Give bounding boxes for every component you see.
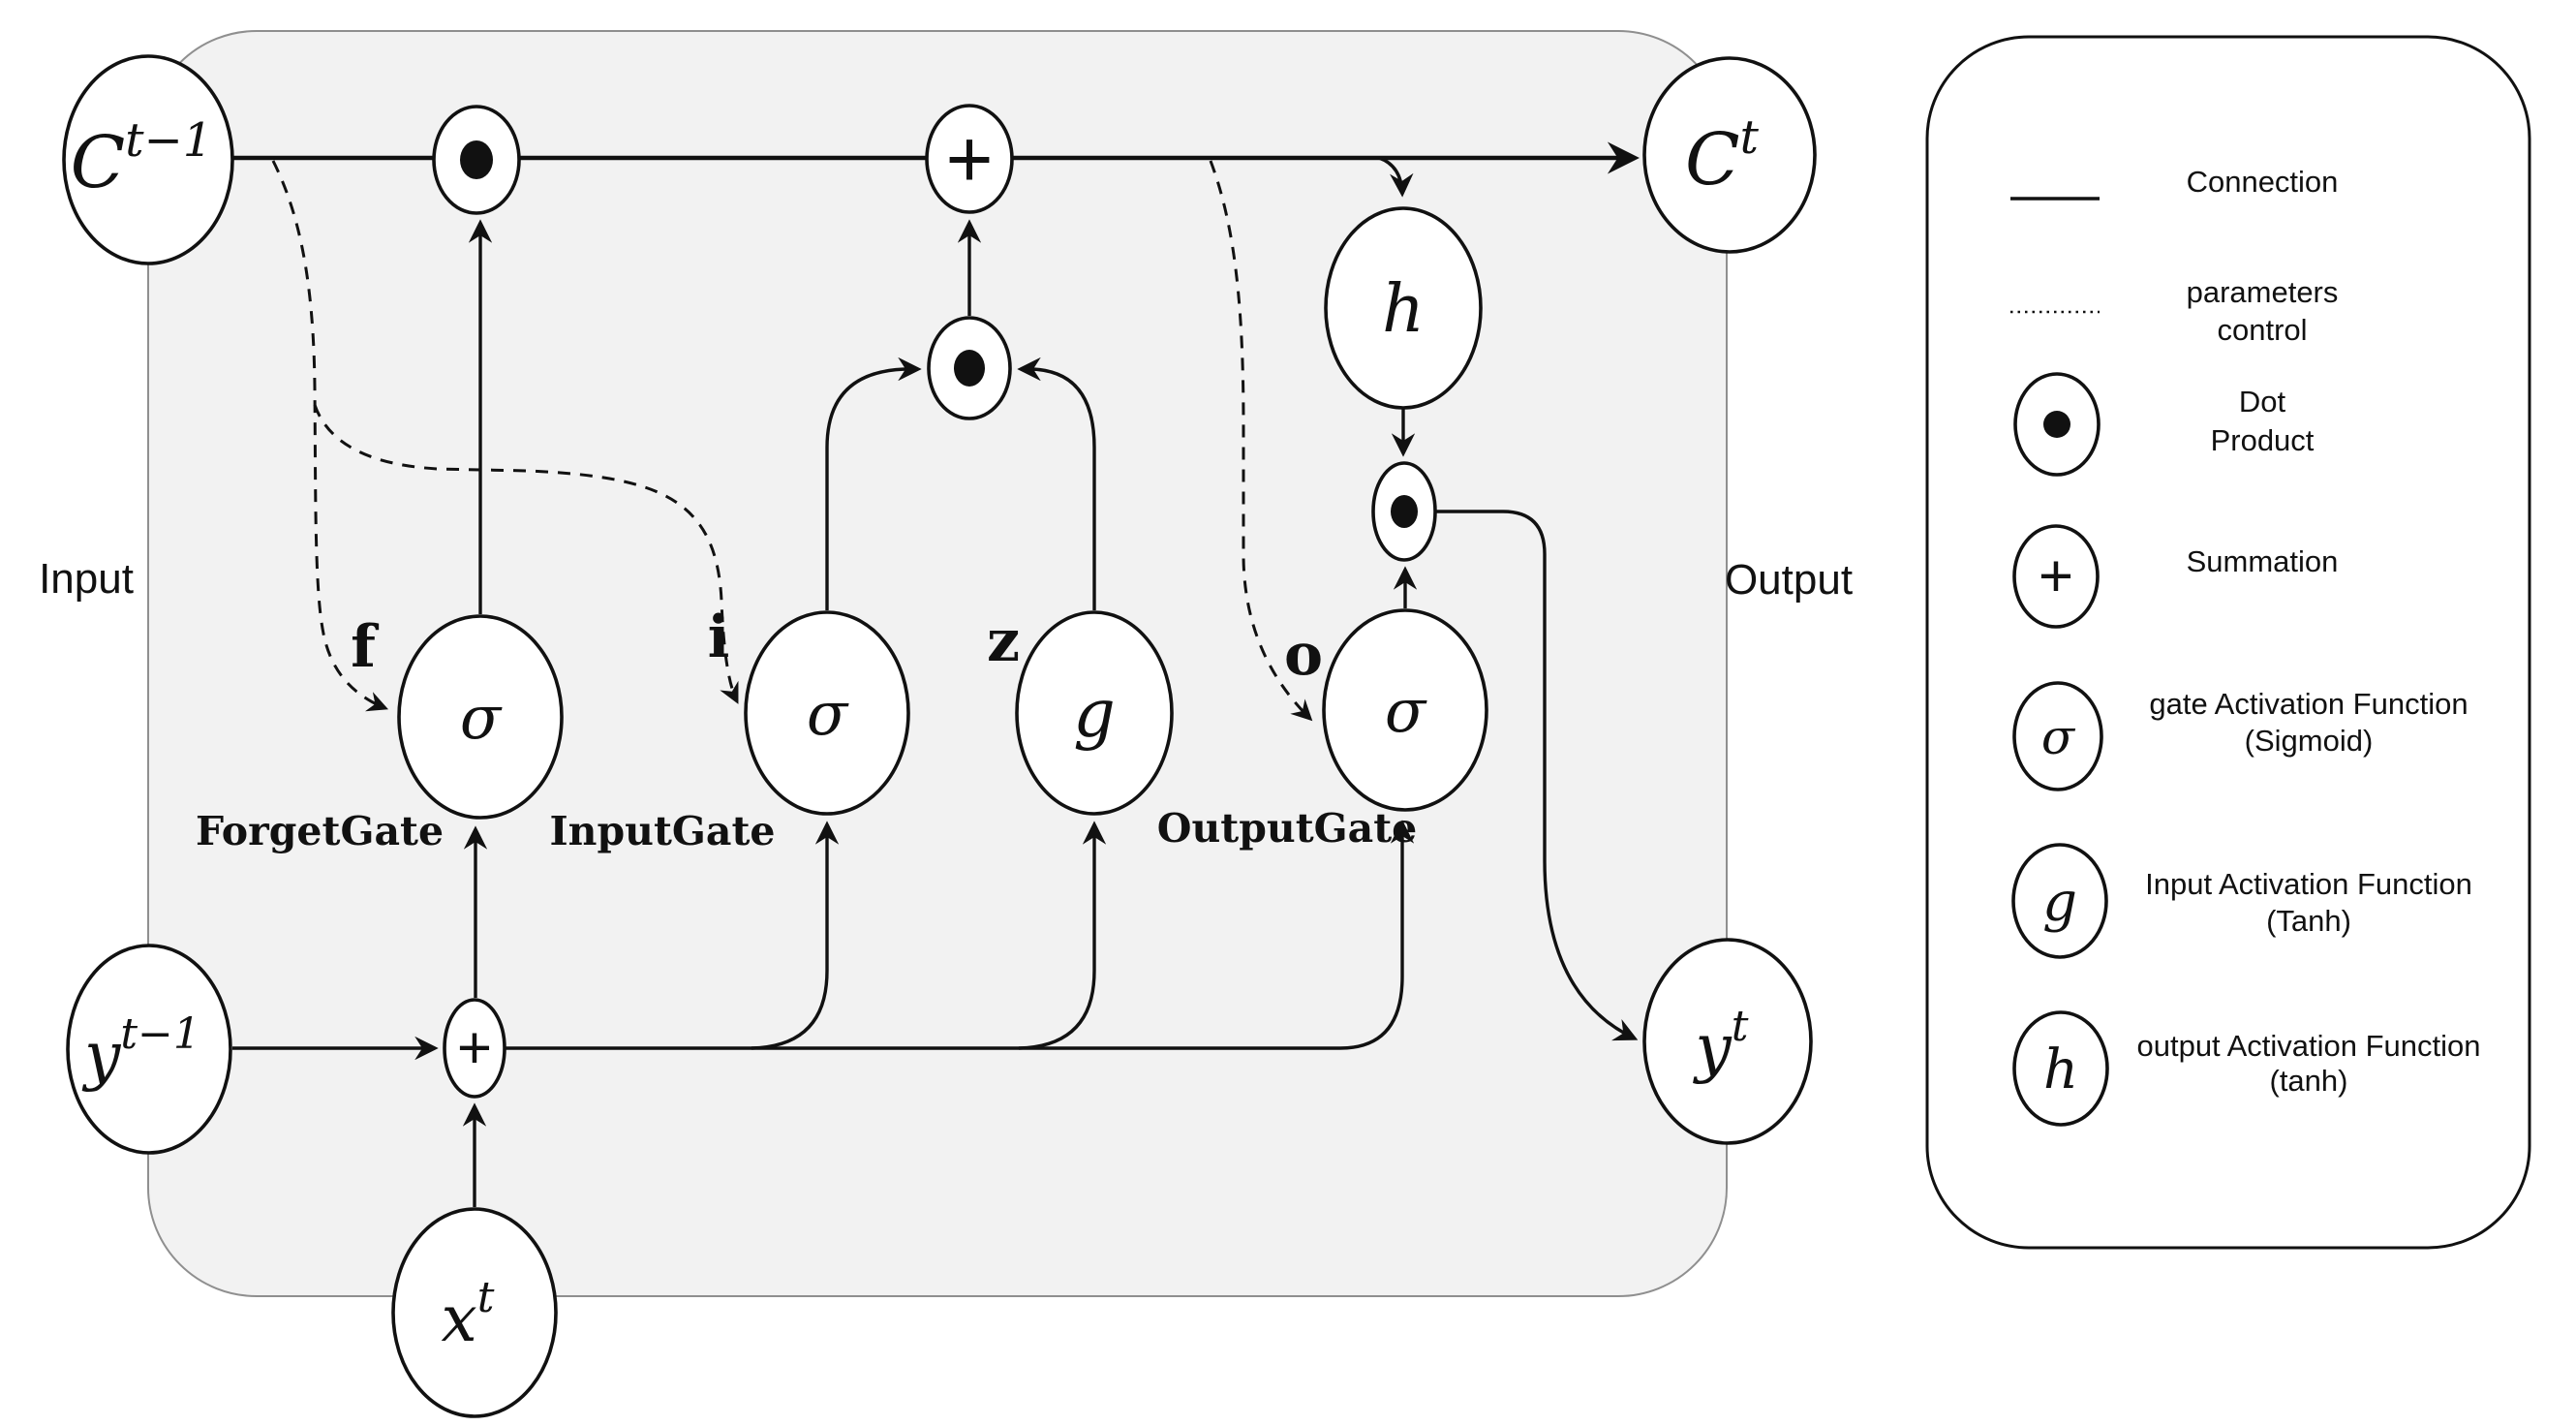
svg-text:h: h: [2043, 1038, 2078, 1101]
legend: Connection parameters control Dot Produc…: [2010, 165, 2481, 1127]
output-gate-node: [1322, 608, 1488, 812]
params-to-forgetgate-dashed: [271, 160, 389, 712]
legend-label: (Tanh): [2266, 904, 2351, 938]
block-input-symbol: g: [1073, 676, 1116, 753]
y-prev-label: yt−1: [81, 1009, 200, 1093]
legend-label: output Activation Function: [2136, 1029, 2480, 1063]
h-activation-node: [1324, 206, 1483, 410]
input-gate-node: [744, 610, 910, 816]
nodes: + +: [62, 54, 1817, 1418]
output-gate-symbol: σ: [1385, 675, 1427, 746]
legend-h-icon: h: [2012, 1010, 2109, 1127]
output-side-label: Output: [1725, 556, 1853, 604]
y-next-node: [1642, 938, 1813, 1145]
x-input-node: [391, 1207, 558, 1418]
input-gate-symbol: σ: [807, 678, 849, 749]
legend-dot-product-icon: [2013, 372, 2101, 477]
legend-label: gate Activation Function: [2149, 687, 2468, 721]
dot-product-middle: [927, 316, 1012, 420]
block-input-node: [1015, 610, 1174, 816]
summation-top: +: [925, 104, 1014, 214]
gate-labels: f i z o ForgetGate InputGate OutputGate: [196, 604, 1417, 854]
branch-to-h-line: [1378, 156, 1414, 198]
rail-to-g: [1018, 821, 1107, 1050]
legend-label: (Sigmoid): [2245, 724, 2374, 758]
inputgate-to-middot-line: [825, 356, 922, 610]
legend-label: Connection: [2187, 165, 2339, 199]
c-next-label: Ct: [1685, 110, 1760, 202]
dot-icon: [460, 140, 493, 179]
svg-text:g: g: [2042, 871, 2077, 934]
legend-label: Summation: [2187, 544, 2339, 578]
x-input-label: xt: [442, 1273, 495, 1356]
y-next-label: yt: [1693, 1002, 1749, 1085]
y-prev-node: [66, 944, 232, 1155]
c-next-node: [1642, 56, 1817, 254]
params-to-outputgate-dashed: [1209, 160, 1313, 722]
forget-gate-node: [397, 614, 564, 820]
forget-gate-symbol: σ: [460, 682, 503, 753]
c-prev-label: Ct−1: [71, 113, 213, 204]
plus-icon: +: [945, 113, 993, 204]
legend-label: Dot: [2239, 385, 2286, 418]
forget-tag: f: [351, 613, 380, 681]
rail-to-inputgate: [751, 821, 840, 1050]
block-tag: z: [987, 607, 1020, 675]
forget-gate-name: ForgetGate: [196, 808, 444, 854]
svg-text:+: +: [2039, 543, 2073, 610]
lstm-cell-body: [147, 30, 1728, 1297]
node-labels: Ct−1 Ct yt−1 yt xt σ σ σ g h: [71, 110, 1760, 1356]
input-tag: i: [708, 604, 730, 671]
dot-product-top: [432, 105, 521, 215]
output-gate-name: OutputGate: [1157, 805, 1417, 852]
c-prev-node: [62, 54, 234, 265]
svg-text:σ: σ: [2041, 709, 2076, 765]
legend-label: (tanh): [2270, 1064, 2348, 1098]
plus-icon: +: [457, 1015, 492, 1082]
h-activation-symbol: h: [1382, 271, 1425, 348]
input-side-label: Input: [39, 555, 134, 603]
input-gate-name: InputGate: [549, 808, 775, 854]
legend-label: Product: [2211, 423, 2315, 457]
legend-g-icon: g: [2011, 843, 2108, 959]
legend-label: control: [2217, 313, 2307, 347]
dot-icon: [954, 350, 985, 387]
dot-to-yt-line: [1436, 510, 1639, 1041]
dot-icon: [1391, 495, 1418, 528]
legend-label: parameters: [2187, 275, 2339, 309]
legend-sigma-icon: σ: [2012, 681, 2103, 791]
summation-bottom: +: [443, 998, 506, 1099]
dot-product-output: [1371, 461, 1437, 562]
g-to-middot-line: [1017, 356, 1096, 610]
output-tag: o: [1284, 621, 1323, 689]
parameter-control-lines: [271, 160, 1313, 722]
params-to-inputgate-dashed: [313, 404, 739, 704]
legend-summation-icon: +: [2012, 524, 2100, 629]
bottom-rail-to-outputgate: [506, 820, 1415, 1050]
legend-label: Input Activation Function: [2145, 867, 2472, 901]
